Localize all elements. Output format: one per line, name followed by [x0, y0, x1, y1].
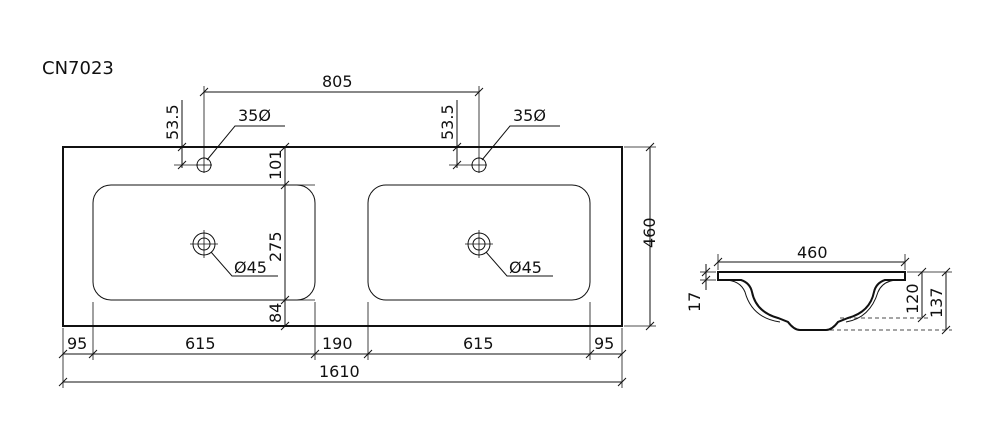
side-view: 460 17 120 137: [685, 243, 952, 335]
dim-total-width-label: 1610: [319, 362, 360, 381]
dim-depth-label: 460: [640, 217, 659, 248]
right-bowl: [367, 184, 591, 301]
dim-side-17-label: 17: [685, 292, 704, 312]
tap-hole-right-callout: 35Ø: [481, 106, 560, 161]
dim-side-137-label: 137: [927, 287, 946, 318]
dim-101-label: 101: [266, 149, 285, 180]
dim-tap-offset-right-label: 53.5: [438, 104, 457, 140]
dim-side-17: 17: [685, 264, 716, 312]
left-bowl: [92, 184, 316, 301]
tap-hole-left-label: 35Ø: [238, 106, 271, 125]
drain-left-label: Ø45: [234, 258, 267, 277]
tap-hole-right-label: 35Ø: [513, 106, 546, 125]
left-tap-hole: [196, 157, 212, 173]
dim-275-label: 275: [266, 231, 285, 262]
dim-between-label: 190: [322, 334, 353, 353]
right-tap-hole: [471, 157, 487, 173]
right-drain: [465, 230, 493, 258]
dim-tap-offset-right: 53.5: [438, 100, 473, 170]
top-view: 805 53.5 53.5 35Ø 35Ø: [58, 72, 659, 388]
dim-bowl-right-label: 615: [463, 334, 494, 353]
tap-hole-left-callout: 35Ø: [206, 106, 285, 161]
dim-total-width: 1610: [58, 360, 627, 388]
dim-bowl-left-label: 615: [185, 334, 216, 353]
dim-side-width: 460: [713, 243, 910, 270]
drain-right-callout: Ø45: [485, 251, 553, 277]
drain-left-callout: Ø45: [210, 251, 278, 277]
dim-horizontal-chain: 95 615 190 615 95: [58, 302, 627, 360]
countertop-outline: [62, 146, 623, 327]
dim-84-label: 84: [266, 303, 285, 323]
left-drain: [190, 230, 218, 258]
dim-tap-offset-left-label: 53.5: [163, 104, 182, 140]
drain-right-label: Ø45: [509, 258, 542, 277]
dim-edge-left-label: 95: [67, 334, 87, 353]
dim-tap-offset-left: 53.5: [163, 100, 198, 170]
dim-hole-spacing: 805: [199, 72, 484, 158]
basin-section: [717, 271, 906, 331]
dim-depth: 460: [624, 142, 659, 331]
model-title: CN7023: [42, 58, 114, 79]
dim-side-120-label: 120: [903, 283, 922, 314]
dim-hole-spacing-label: 805: [322, 72, 353, 91]
dim-edge-right-label: 95: [594, 334, 614, 353]
dim-vertical-chain: 101 275 84: [266, 142, 315, 331]
dim-side-heights: 120 137: [830, 267, 952, 335]
dim-side-width-label: 460: [797, 243, 828, 262]
